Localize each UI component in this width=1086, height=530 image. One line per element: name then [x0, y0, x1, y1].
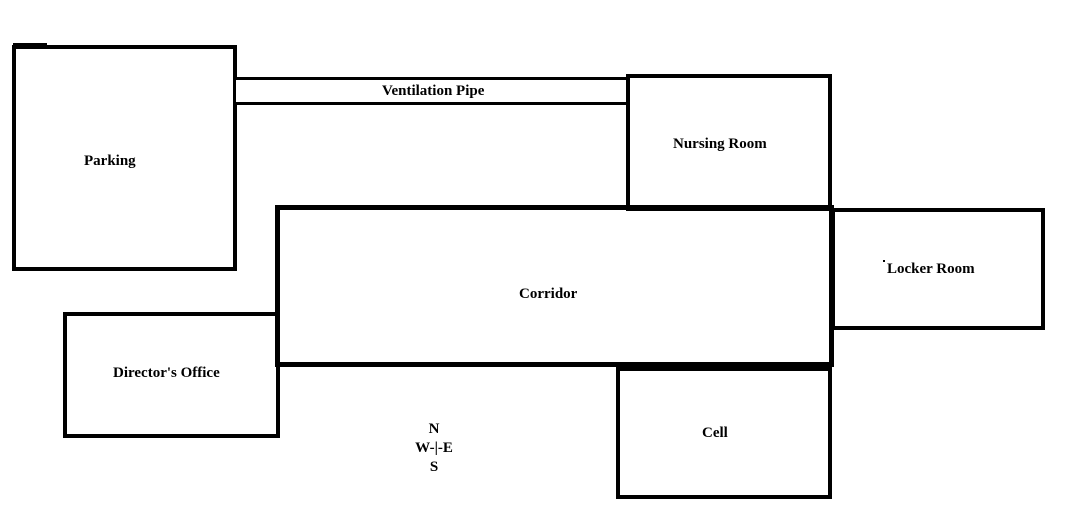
label-locker-room: Locker Room: [887, 261, 975, 277]
room-ventilation-pipe: [233, 77, 630, 105]
label-directors-office: Director's Office: [113, 365, 220, 381]
label-cell: Cell: [702, 425, 728, 441]
room-corridor: [275, 205, 834, 367]
wall-tick: [13, 43, 47, 45]
label-corridor: Corridor: [519, 286, 578, 302]
label-nursing-room: Nursing Room: [673, 136, 767, 152]
compass-west-east: W-|-E: [415, 440, 453, 456]
stray-dot: [883, 260, 885, 262]
label-parking: Parking: [84, 153, 136, 169]
room-parking: [12, 45, 237, 271]
compass-rose: N W-|-E S: [405, 420, 463, 477]
room-cell: [616, 367, 832, 499]
compass-north: N: [428, 421, 440, 437]
label-ventilation-pipe: Ventilation Pipe: [382, 83, 485, 99]
compass-south: S: [429, 459, 439, 475]
room-directors-office: [63, 312, 280, 438]
